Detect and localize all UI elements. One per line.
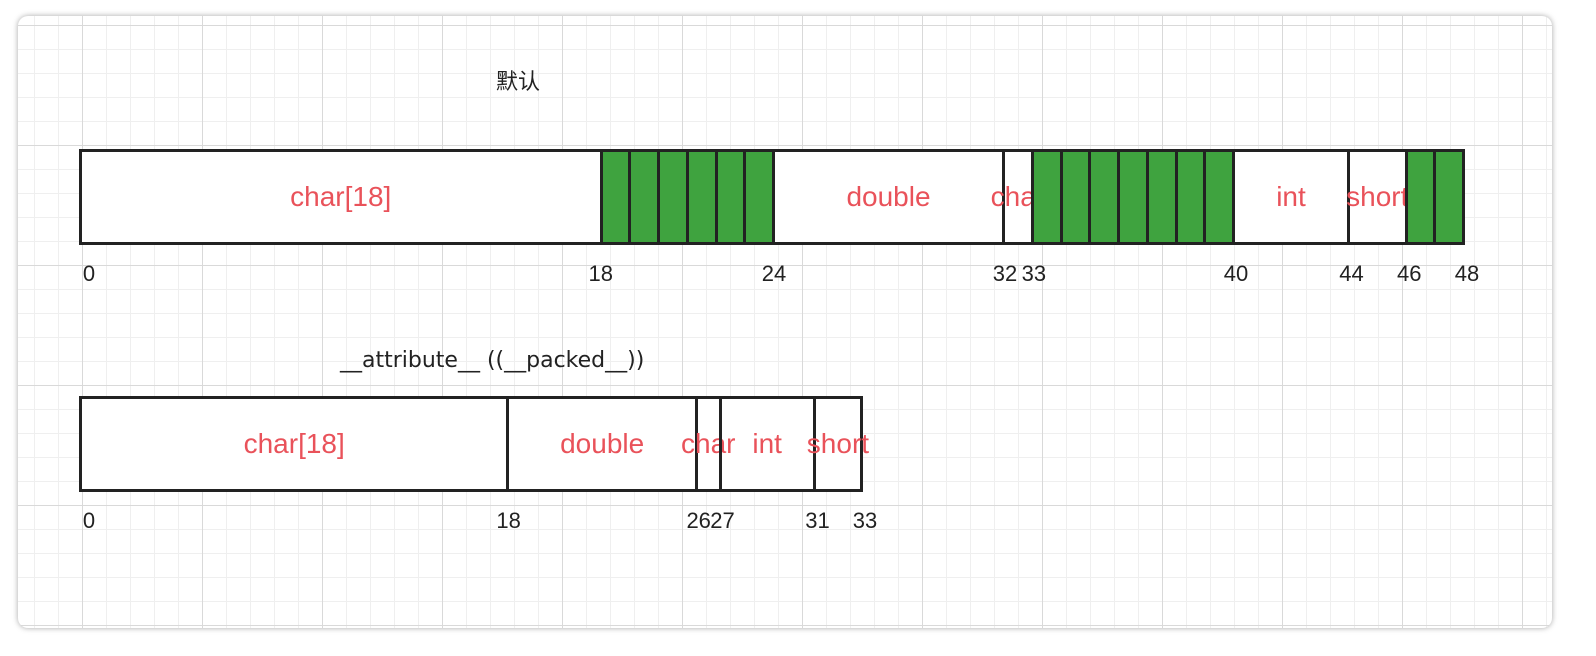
padding-byte bbox=[1404, 152, 1434, 242]
offset-tick-label: 18 bbox=[588, 261, 613, 286]
default-field-double: double bbox=[772, 152, 1002, 242]
packed-field-int: int bbox=[718, 399, 813, 489]
padding-byte bbox=[685, 152, 715, 242]
padding-byte bbox=[1145, 152, 1175, 242]
padding-byte bbox=[743, 152, 772, 242]
offset-tick-label: 46 bbox=[1397, 261, 1422, 286]
offset-tick-label: 24 bbox=[761, 261, 787, 286]
offset-tick-label: 33 bbox=[1021, 261, 1047, 286]
padding-byte bbox=[1030, 152, 1060, 242]
packed-field-char: char bbox=[681, 399, 735, 489]
padding-byte bbox=[714, 152, 744, 242]
default-field-char: char bbox=[991, 152, 1045, 242]
default-layout-title: 默认 bbox=[496, 70, 541, 95]
packed-field-char18: char[18] bbox=[243, 428, 345, 459]
padding-byte bbox=[1088, 152, 1117, 242]
packed-field-short: short bbox=[807, 399, 869, 489]
offset-tick-label: 48 bbox=[1454, 261, 1480, 286]
padding-byte bbox=[1059, 152, 1089, 242]
packed-layout-title: __attribute__ ((__packed__)) bbox=[340, 348, 645, 373]
offset-tick-label: 26 bbox=[686, 508, 711, 533]
padding-byte bbox=[599, 152, 629, 242]
packed-field-double: double bbox=[506, 399, 695, 489]
offset-tick-label: 18 bbox=[496, 508, 521, 533]
default-field-char18: char[18] bbox=[290, 181, 392, 212]
padding-byte bbox=[1174, 152, 1204, 242]
padding-byte bbox=[1433, 152, 1462, 242]
padding-byte bbox=[1203, 152, 1232, 242]
default-field-int: int bbox=[1232, 152, 1347, 242]
offset-tick-label: 33 bbox=[852, 508, 878, 533]
offset-tick-label: 0 bbox=[82, 261, 96, 286]
offset-tick-label: 32 bbox=[992, 261, 1018, 286]
offset-tick-label: 0 bbox=[82, 508, 96, 533]
offset-tick-label: 44 bbox=[1339, 261, 1364, 286]
offset-tick-label: 40 bbox=[1223, 261, 1249, 286]
padding-byte bbox=[1117, 152, 1146, 242]
offset-tick-label: 31 bbox=[805, 508, 830, 533]
default-field-short: short bbox=[1346, 152, 1408, 242]
padding-byte bbox=[628, 152, 657, 242]
padding-byte bbox=[657, 152, 686, 242]
offset-tick-label: 27 bbox=[710, 508, 735, 533]
